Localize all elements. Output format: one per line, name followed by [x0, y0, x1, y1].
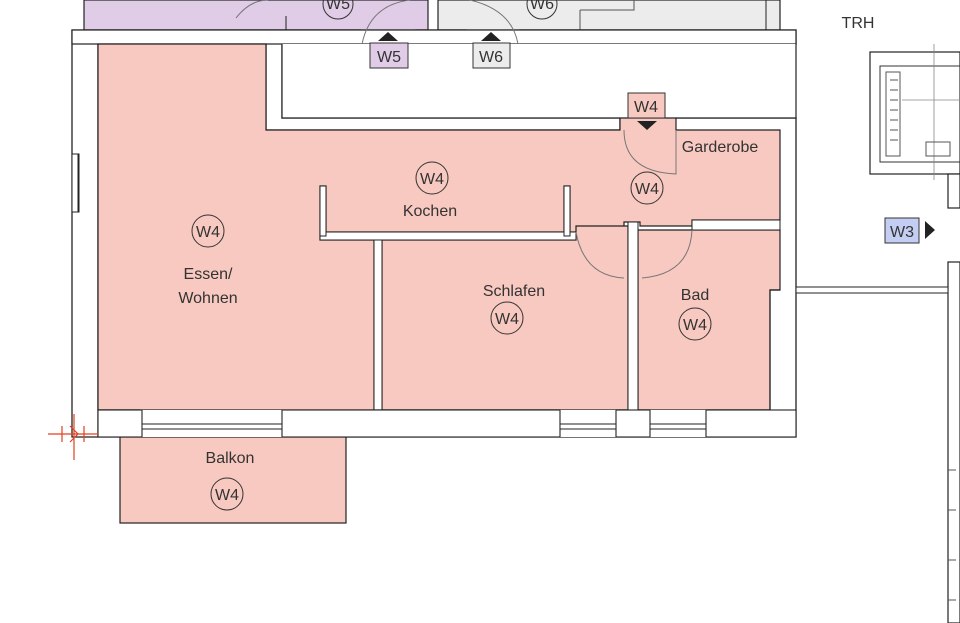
stair-detail-2 [925, 141, 951, 157]
left-exterior [48, 153, 98, 460]
label-bad: Bad W4 [678, 287, 712, 341]
unit-circle-kochen [415, 161, 449, 195]
stair-core: TRH [842, 15, 960, 180]
neighbor-w6-unit-text: W6 [530, 0, 554, 13]
room-name-essen-line1: Essen/ [184, 266, 233, 283]
door-opening-top-w5 [361, 0, 411, 45]
right-window-strip [795, 286, 949, 294]
room-name-schlafen: Schlafen [483, 283, 545, 300]
unit-text-schlafen: W4 [495, 311, 519, 328]
corridor-left-wall [281, 44, 620, 119]
room-bad-fill[interactable] [637, 229, 781, 411]
unit-text-bad: W4 [683, 317, 707, 334]
unit-text-garderobe: W4 [635, 181, 659, 198]
unit-circle-bad [678, 307, 712, 341]
stair-core-inner [879, 65, 960, 163]
neighbor-w6-unit-circle [526, 0, 558, 20]
unit-text-essen: W4 [196, 224, 220, 241]
wall-bottom-block-left [97, 409, 143, 438]
right-building-wall [795, 173, 960, 623]
room-name-essen-line2: Wohnen [178, 290, 237, 307]
entrance-tag-w6[interactable]: W6 [472, 32, 511, 69]
room-name-bad: Bad [681, 287, 709, 304]
corridor-right-wall [676, 44, 797, 119]
entrance-w6-box [472, 42, 511, 69]
room-name-garderobe: Garderobe [682, 139, 759, 156]
door-arc-garderobe [623, 129, 677, 175]
stair-detail-1 [885, 71, 901, 157]
wall-bottom-block-pier [615, 409, 651, 438]
wall-essen-schlafen [373, 239, 383, 411]
neighbor-w6-area [437, 0, 781, 31]
stair-axis-line [902, 44, 960, 180]
entrance-w3-text: W3 [890, 224, 914, 241]
room-name-kochen: Kochen [403, 203, 457, 220]
right-wall-upper [947, 173, 960, 209]
wall-bad-top [691, 219, 781, 231]
entrance-tag-w3[interactable]: W3 [884, 217, 935, 244]
neighbor-w6-inner [580, 0, 635, 11]
wall-kochen-left [319, 185, 327, 237]
label-garderobe: Garderobe W4 [630, 139, 759, 205]
entrance-tag-w5[interactable]: W5 [369, 32, 409, 69]
label-balkon: Balkon W4 [206, 450, 255, 511]
neighbor-w5-unit-text: W5 [326, 0, 350, 13]
entrance-w3-box [884, 217, 920, 244]
neighbor-w5-door-arc [235, 0, 269, 19]
neighbor-unit-w6[interactable]: W6 [437, 0, 781, 31]
neighbor-unit-w5[interactable]: W5 [83, 0, 429, 31]
right-wall-lower [947, 261, 960, 623]
label-schlafen: Schlafen W4 [483, 283, 545, 335]
unit-circle-essen [191, 214, 225, 248]
entrance-w5-text: W5 [377, 49, 401, 66]
stair-core-outer [869, 51, 960, 175]
top-corridor-wall-strip [71, 29, 797, 45]
neighbor-w5-area [83, 0, 429, 31]
entrance-w6-text: W6 [479, 49, 503, 66]
room-name-balkon: Balkon [206, 450, 255, 467]
door-arc-schlafen [575, 231, 625, 279]
entrance-w5-box [369, 42, 409, 69]
door-arc-bad [641, 229, 693, 279]
unit-text-balkon: W4 [215, 487, 239, 504]
entrance-w6-arrow-icon [481, 32, 501, 41]
left-window-upper [71, 153, 79, 213]
window-schlafen [559, 423, 617, 430]
label-kochen: W4 Kochen [403, 161, 457, 220]
stair-label: TRH [842, 15, 875, 32]
section-marker-icon [48, 414, 98, 460]
entrance-w4-text: W4 [634, 99, 658, 116]
wall-schlafen-bad [627, 221, 639, 411]
unit-circle-schlafen [490, 301, 524, 335]
neighbor-w5-unit-circle [322, 0, 354, 20]
wall-bottom-block-right [705, 409, 797, 438]
stair-detail-lines [890, 79, 898, 141]
unit-circle-garderobe [630, 171, 664, 205]
label-essen-wohnen: W4 Essen/ Wohnen [178, 214, 238, 307]
wall-kochen-counter [319, 231, 577, 241]
entrance-w4-arrow-icon [637, 121, 657, 130]
window-balkon-left [141, 423, 283, 430]
entrance-w3-arrow-icon [925, 221, 935, 239]
entrance-w4-box [627, 92, 666, 119]
entrance-w5-arrow-icon [378, 32, 398, 41]
unit-circle-balkon [210, 477, 244, 511]
right-wall-window-marks [948, 469, 956, 601]
wall-bottom-block-mid [281, 409, 561, 438]
door-opening-top-w6 [469, 0, 519, 45]
entrance-tag-w4[interactable]: W4 [627, 92, 666, 130]
window-bad [649, 423, 707, 430]
corridor-box [282, 44, 796, 118]
wall-kochen-right [563, 185, 571, 237]
unit-text-kochen: W4 [420, 171, 444, 188]
